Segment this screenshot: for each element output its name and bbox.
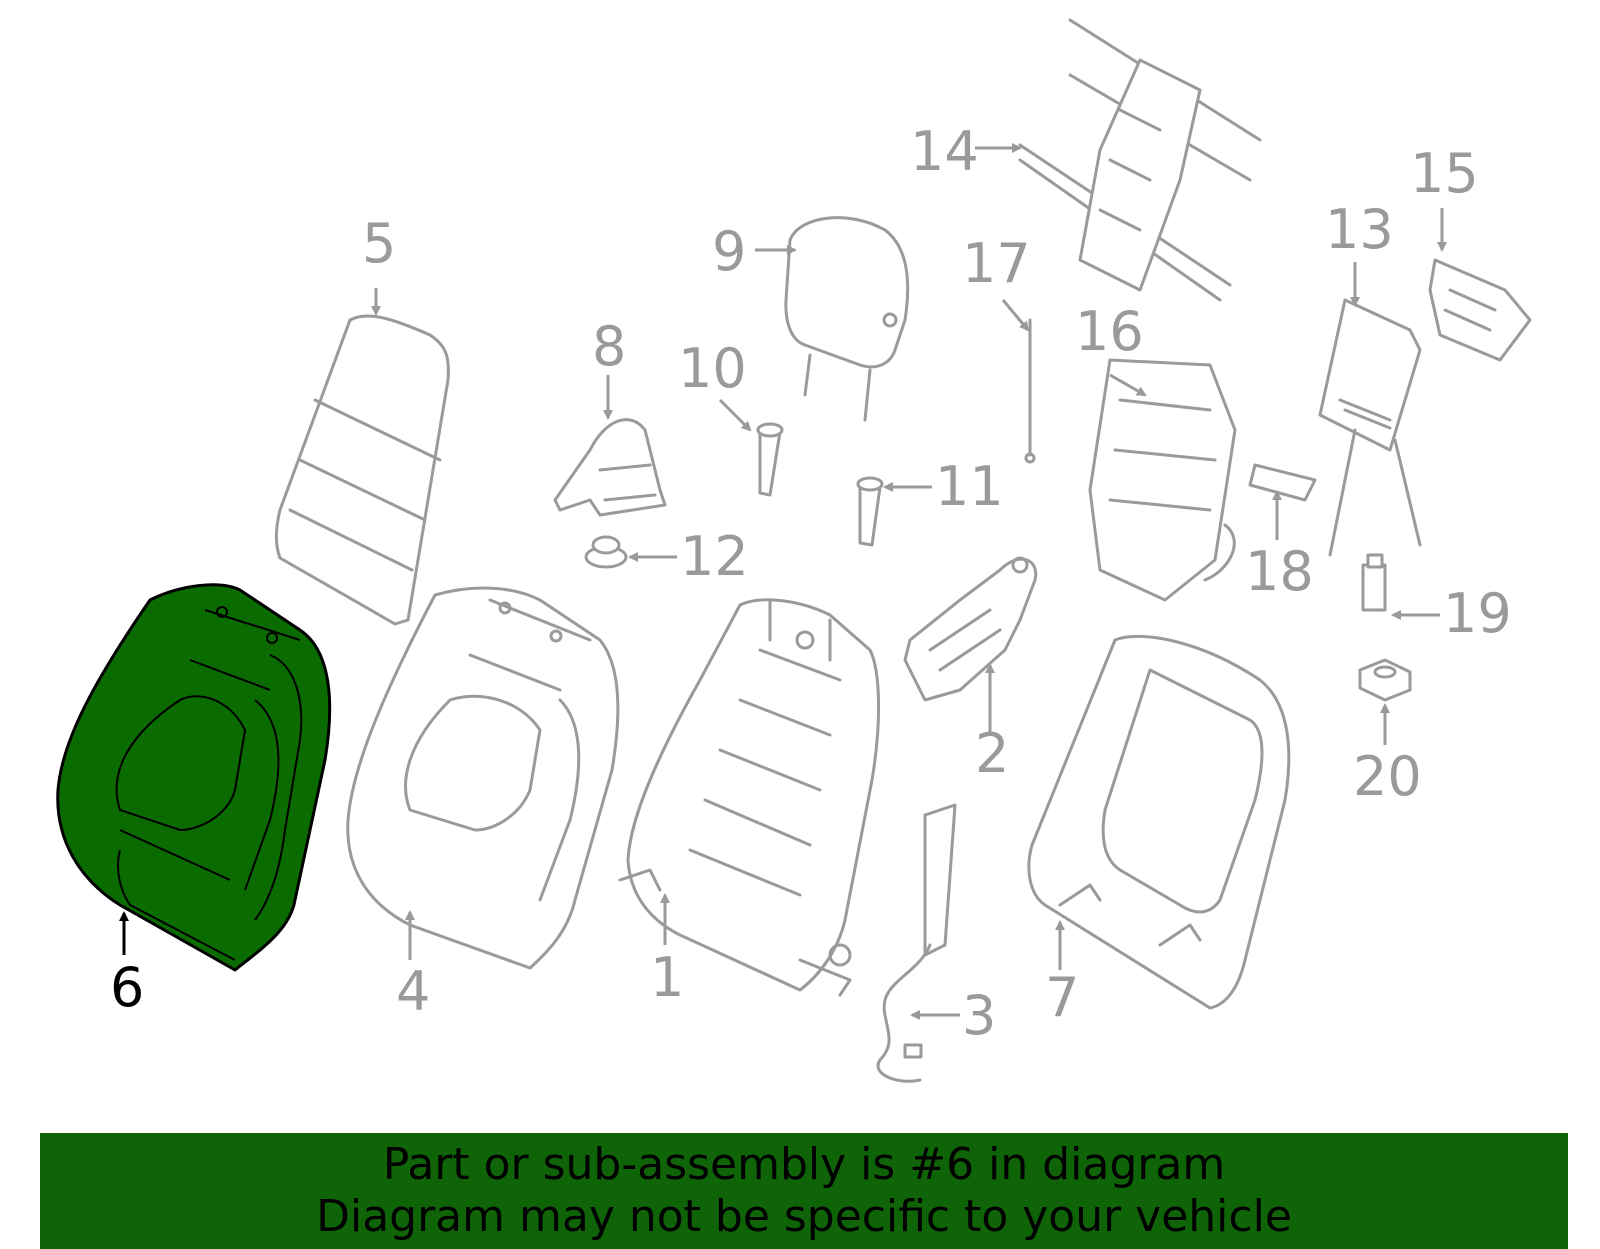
callout-5: 5: [362, 212, 396, 275]
part-17-rod[interactable]: [1024, 318, 1036, 464]
callout-15: 15: [1410, 142, 1479, 205]
part-1-back-frame[interactable]: [618, 598, 881, 997]
part-5-back-panel[interactable]: [274, 314, 450, 626]
part-18-connector[interactable]: [1248, 463, 1317, 502]
part-19-switch[interactable]: [1361, 553, 1387, 612]
callout-20: 20: [1353, 745, 1422, 808]
callout-3: 3: [962, 984, 996, 1047]
callout-11: 11: [935, 455, 1004, 518]
part-16-lumbar-motor[interactable]: [1088, 358, 1237, 602]
callout-17: 17: [962, 232, 1031, 295]
callout-arrows: [119, 143, 1447, 1020]
callout-4: 4: [396, 960, 430, 1023]
callout-6: 6: [110, 956, 144, 1019]
callout-19: 19: [1443, 582, 1512, 645]
part-9-headrest[interactable]: [784, 216, 910, 422]
part-14-lumbar-support[interactable]: [1018, 18, 1262, 302]
part-15-module[interactable]: [1428, 258, 1532, 362]
part-20-knob[interactable]: [1358, 658, 1412, 702]
part-10-guide[interactable]: [756, 422, 784, 497]
part-8-side-bracket[interactable]: [553, 418, 667, 517]
part-13-panel[interactable]: [1318, 298, 1422, 557]
callout-8: 8: [592, 315, 626, 378]
callout-14: 14: [910, 120, 979, 183]
callout-16: 16: [1075, 300, 1144, 363]
notice-line-2: Diagram may not be specific to your vehi…: [316, 1191, 1292, 1242]
callout-13: 13: [1325, 198, 1394, 261]
part-7-trim-panel[interactable]: [1027, 634, 1291, 1010]
part-6-seat-back-cover[interactable]: [56, 583, 332, 972]
notice-line-1: Part or sub-assembly is #6 in diagram: [382, 1139, 1226, 1190]
notice-banner: Part or sub-assembly is #6 in diagram Di…: [40, 1133, 1568, 1249]
part-11-sleeve[interactable]: [856, 476, 884, 547]
callout-7: 7: [1045, 966, 1079, 1029]
callout-18: 18: [1245, 540, 1314, 603]
callout-12: 12: [680, 525, 749, 588]
part-3-side-module[interactable]: [876, 803, 957, 1083]
part-2-recliner-bracket[interactable]: [903, 556, 1038, 702]
callout-9: 9: [712, 220, 746, 283]
callout-2: 2: [975, 722, 1009, 785]
callout-labels: 5 6 4 1 2 3 7 8 9 10 11 12 13 14 15 16 1…: [110, 120, 1512, 1047]
part-4-back-cushion[interactable]: [346, 586, 620, 970]
part-12-grommet[interactable]: [584, 535, 628, 569]
callout-10: 10: [678, 337, 747, 400]
callout-1: 1: [650, 946, 684, 1009]
